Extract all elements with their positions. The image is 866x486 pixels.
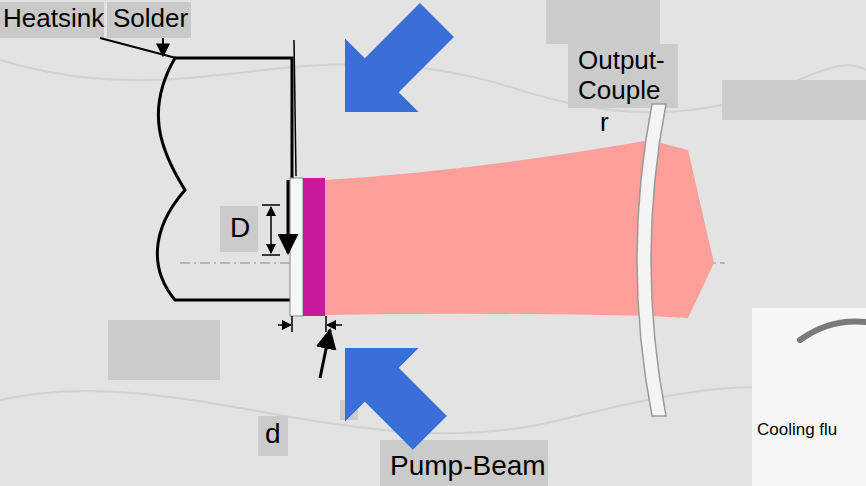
inset-caption: Cooling flu bbox=[757, 420, 837, 440]
output-coupler bbox=[637, 104, 666, 416]
inset-photo bbox=[752, 308, 866, 486]
dimension-label: d bbox=[265, 418, 281, 450]
part-label: Output-Couple bbox=[578, 46, 688, 106]
label-plate bbox=[258, 416, 288, 456]
solder-layer bbox=[290, 178, 303, 316]
dimension-line bbox=[287, 180, 290, 253]
dimension-line bbox=[270, 207, 272, 253]
dimension-label: D bbox=[230, 212, 250, 244]
label-plate bbox=[0, 2, 104, 38]
label-plate bbox=[546, 0, 660, 44]
dimension-tick bbox=[291, 316, 293, 332]
dimension-line bbox=[278, 324, 291, 326]
leader-line bbox=[100, 38, 176, 58]
pump-beam-arrow bbox=[308, 311, 466, 469]
dimension-tick bbox=[325, 316, 327, 332]
pump-beam-arrow bbox=[308, 0, 473, 149]
label-plate bbox=[107, 2, 191, 38]
dimension-line bbox=[320, 330, 330, 378]
cooling-tube bbox=[800, 321, 866, 340]
laser-disk bbox=[303, 178, 325, 316]
leader-line bbox=[162, 38, 164, 56]
label-plate bbox=[380, 440, 548, 486]
dimension-tick bbox=[262, 254, 280, 256]
part-label: Heatsink bbox=[3, 4, 104, 34]
dimension-tick bbox=[262, 204, 280, 206]
label-plate bbox=[108, 320, 220, 380]
leader-line bbox=[294, 40, 296, 176]
label-plate bbox=[220, 206, 258, 252]
part-label: Solder bbox=[113, 4, 188, 34]
part-label: Pump-Beam bbox=[390, 450, 546, 482]
dimension-line bbox=[327, 324, 342, 326]
dimension-label: r bbox=[600, 108, 609, 138]
label-plate bbox=[722, 80, 866, 120]
heatsink-outline bbox=[157, 58, 292, 300]
